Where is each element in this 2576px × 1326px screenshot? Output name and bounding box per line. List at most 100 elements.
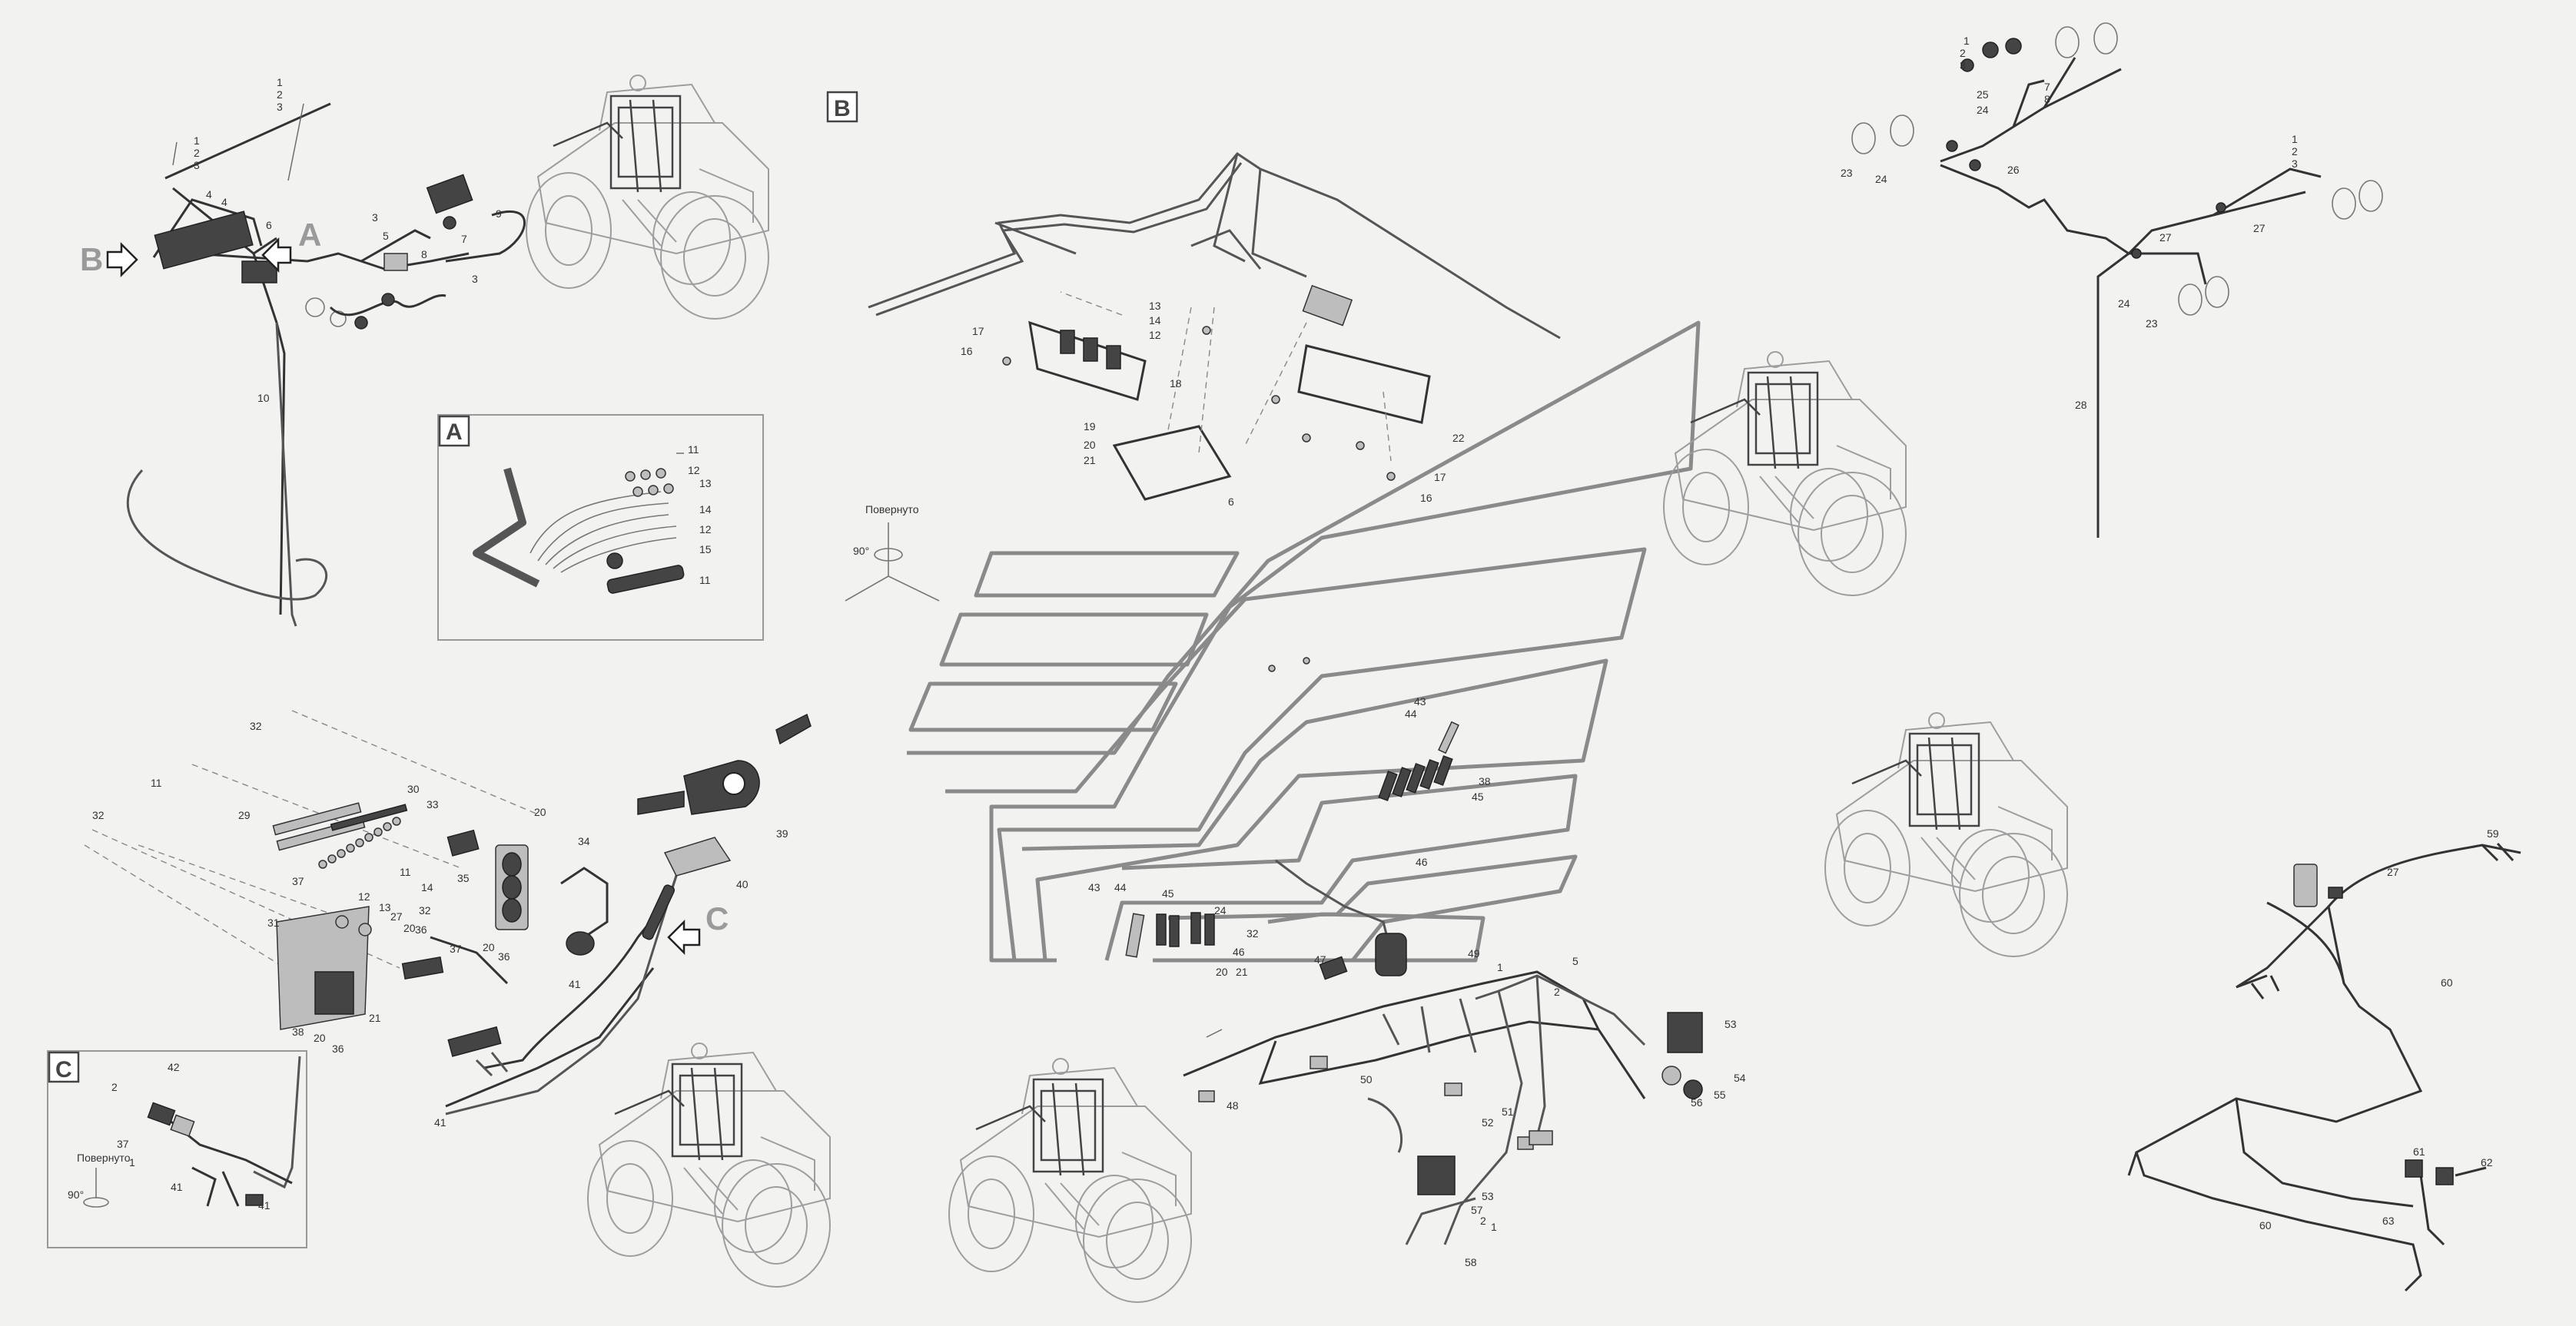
svg-text:9: 9	[496, 207, 502, 220]
svg-text:19: 19	[1084, 420, 1096, 433]
frame-B-top-center: B 17 16 13 14 12 18 19 20 21 6 22	[826, 91, 1561, 508]
svg-text:61: 61	[2413, 1145, 2425, 1158]
svg-text:2: 2	[277, 88, 283, 101]
tractor-sketch-bottom-center	[948, 1057, 1193, 1304]
svg-text:46: 46	[1233, 946, 1245, 958]
svg-text:3: 3	[277, 101, 283, 113]
svg-text:3: 3	[472, 273, 478, 285]
svg-text:39: 39	[776, 827, 788, 840]
svg-text:90°: 90°	[68, 1188, 84, 1201]
svg-text:57: 57	[1471, 1204, 1483, 1216]
svg-text:23: 23	[1841, 167, 1853, 179]
svg-text:3: 3	[372, 211, 378, 224]
svg-text:24: 24	[2118, 297, 2130, 310]
svg-text:48: 48	[1227, 1099, 1239, 1112]
svg-text:8: 8	[2044, 93, 2050, 105]
svg-text:44: 44	[1405, 708, 1417, 720]
callout-arrow-A: A	[261, 217, 321, 273]
svg-text:14: 14	[1149, 314, 1161, 327]
svg-text:1: 1	[2292, 133, 2298, 145]
svg-text:41: 41	[434, 1116, 446, 1129]
callout-B-letter: B	[80, 241, 103, 277]
svg-text:3: 3	[194, 159, 200, 171]
svg-text:43: 43	[1414, 695, 1426, 708]
svg-text:40: 40	[736, 878, 749, 890]
part-labels-left: 32 11 32 29 30 33 20 34 37 12 13 11 14 3…	[92, 720, 788, 1129]
svg-text:20: 20	[1084, 439, 1096, 451]
harness-center: 43 44 38 45 46 43 44 45 32 24 46 20 21 4…	[1088, 657, 1746, 1268]
svg-text:2: 2	[2292, 145, 2298, 157]
svg-text:32: 32	[1247, 927, 1259, 940]
svg-text:31: 31	[267, 917, 280, 929]
svg-text:60: 60	[2441, 976, 2453, 989]
fuse-row	[318, 817, 401, 869]
rotation-indicator-center: Повернуто 90°	[845, 503, 940, 602]
svg-text:27: 27	[390, 910, 403, 923]
svg-text:45: 45	[1472, 791, 1484, 803]
svg-text:6: 6	[266, 219, 272, 231]
svg-text:2: 2	[1480, 1215, 1486, 1227]
svg-text:10: 10	[257, 392, 270, 404]
svg-text:20: 20	[403, 922, 416, 934]
svg-text:2: 2	[1554, 986, 1560, 998]
svg-text:5: 5	[383, 230, 389, 242]
svg-text:35: 35	[457, 872, 470, 884]
svg-text:Повернуто: Повернуто	[865, 503, 919, 515]
svg-text:45: 45	[1162, 887, 1174, 900]
harness-top-right: 1 2 3 25 24 7 8 26 23 24 1 2 3 27 27 24 …	[1841, 22, 2383, 538]
svg-text:20: 20	[534, 806, 546, 818]
svg-text:17: 17	[972, 325, 984, 337]
svg-text:23: 23	[2146, 317, 2158, 330]
svg-text:20: 20	[483, 941, 495, 953]
svg-text:Повернуто: Повернуто	[77, 1152, 131, 1164]
svg-text:33: 33	[427, 798, 439, 811]
svg-text:62: 62	[2481, 1156, 2493, 1169]
svg-text:26: 26	[2007, 164, 2020, 176]
svg-text:1: 1	[277, 76, 283, 88]
svg-text:41: 41	[171, 1181, 183, 1193]
svg-text:22: 22	[1452, 432, 1465, 444]
svg-text:11: 11	[400, 866, 411, 878]
tractor-sketch-bottom-left	[586, 1042, 832, 1288]
svg-text:59: 59	[2487, 827, 2499, 840]
svg-text:4: 4	[221, 196, 227, 208]
svg-text:32: 32	[250, 720, 262, 732]
svg-text:17: 17	[1434, 471, 1446, 483]
svg-text:1: 1	[1497, 961, 1503, 973]
svg-text:50: 50	[1360, 1073, 1373, 1086]
svg-text:54: 54	[1734, 1072, 1746, 1084]
harness-bottom-right: 59 27 60 61 62 63 60	[2127, 827, 2521, 1292]
svg-text:B: B	[834, 96, 851, 121]
relay-block-upper	[1378, 721, 1459, 801]
panel-assembly-left: C	[84, 710, 812, 1115]
svg-text:7: 7	[2044, 81, 2050, 93]
svg-text:16: 16	[961, 345, 973, 357]
callout-C-letter: C	[705, 900, 729, 936]
svg-text:1: 1	[194, 134, 200, 147]
svg-text:34: 34	[578, 835, 590, 847]
svg-text:12: 12	[1149, 329, 1161, 341]
svg-text:21: 21	[369, 1012, 381, 1024]
svg-text:12: 12	[688, 464, 700, 476]
svg-text:A: A	[446, 419, 463, 445]
part-labels-top-left: 1 2 3 1 2 3 4 4 5 6 7 8 9 3 3 10	[194, 76, 502, 404]
svg-text:49: 49	[1468, 947, 1480, 960]
svg-text:14: 14	[699, 503, 712, 515]
svg-text:56: 56	[1691, 1096, 1703, 1109]
svg-text:13: 13	[379, 901, 391, 913]
svg-text:24: 24	[1875, 173, 1887, 185]
svg-text:46: 46	[1416, 856, 1428, 868]
svg-text:3: 3	[1960, 59, 1966, 71]
svg-text:13: 13	[699, 477, 712, 489]
svg-text:63: 63	[2382, 1215, 2395, 1227]
svg-text:6: 6	[1228, 496, 1234, 508]
svg-text:41: 41	[569, 978, 581, 990]
svg-text:36: 36	[498, 950, 510, 963]
svg-text:4: 4	[206, 188, 212, 201]
svg-text:28: 28	[2075, 399, 2087, 411]
svg-text:38: 38	[1479, 775, 1491, 787]
svg-text:37: 37	[117, 1138, 129, 1150]
tractor-sketch-top-left	[525, 74, 770, 320]
callout-arrow-B-left: B	[80, 241, 138, 278]
